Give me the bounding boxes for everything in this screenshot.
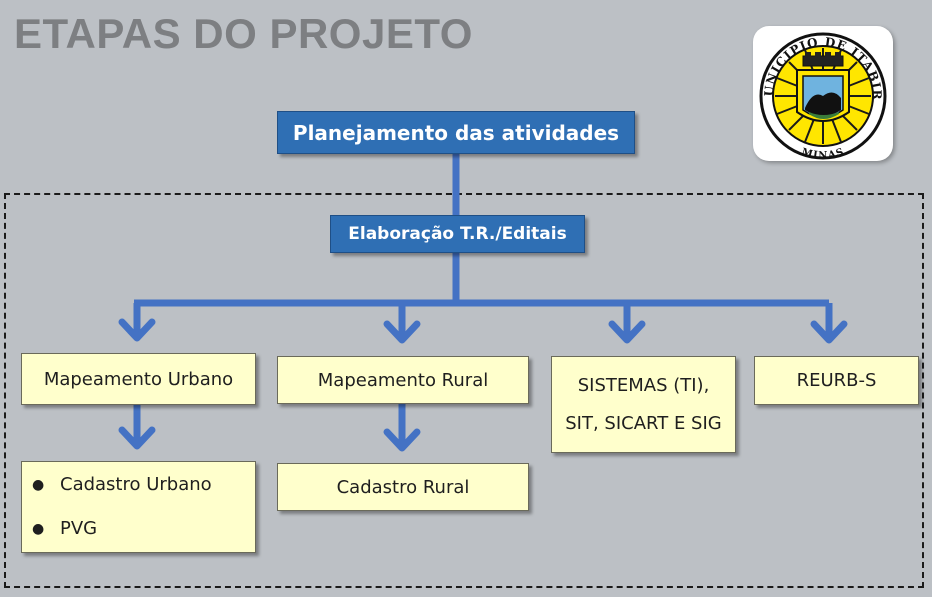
arrow-head-urbano <box>118 318 156 342</box>
cadastro-urbano-list: ● Cadastro Urbano ● PVG <box>22 463 212 551</box>
node-mapeamento-rural: Mapeamento Rural <box>277 356 529 404</box>
node-elaboracao: Elaboração T.R./Editais <box>330 215 585 253</box>
node-planejamento: Planejamento das atividades <box>277 111 635 154</box>
node-elaboracao-label: Elaboração T.R./Editais <box>348 224 567 244</box>
node-sistemas-line-1: SISTEMAS (TI), <box>577 374 710 396</box>
logo-card: MUNICIPIO DE ITABIRA MINAS <box>753 26 893 161</box>
node-sistemas-line-2: SIT, SICART E SIG <box>565 412 722 434</box>
list-item: ● Cadastro Urbano <box>32 463 212 507</box>
list-item-label: Cadastro Urbano <box>60 474 212 495</box>
node-mapeamento-rural-label: Mapeamento Rural <box>317 369 489 391</box>
bullet-icon: ● <box>32 477 45 493</box>
bullet-icon: ● <box>32 521 45 537</box>
page-title: ETAPAS DO PROJETO <box>14 10 473 57</box>
node-reurb: REURB-S <box>754 356 919 405</box>
node-reurb-label: REURB-S <box>796 370 877 391</box>
node-mapeamento-urbano-label: Mapeamento Urbano <box>43 368 234 390</box>
node-cadastro-rural: Cadastro Rural <box>277 463 529 511</box>
list-item-label: PVG <box>60 518 98 539</box>
arrow-head-rural <box>383 320 421 344</box>
arrow-head-cadastro-rural <box>383 428 421 452</box>
seal-bottom-text: MINAS <box>800 147 846 161</box>
node-cadastro-rural-label: Cadastro Rural <box>336 476 470 498</box>
node-cadastro-urbano: ● Cadastro Urbano ● PVG <box>21 461 256 553</box>
arrow-head-sistemas <box>608 320 646 344</box>
node-mapeamento-urbano: Mapeamento Urbano <box>21 353 256 405</box>
arrow-head-reurb <box>810 320 848 344</box>
list-item: ● PVG <box>32 507 212 551</box>
node-planejamento-label: Planejamento das atividades <box>292 120 620 145</box>
municipal-seal-icon: MUNICIPIO DE ITABIRA MINAS <box>753 26 887 161</box>
project-scope-frame <box>4 193 924 588</box>
arrow-head-cadastro-urbano <box>118 426 156 450</box>
node-sistemas: SISTEMAS (TI), SIT, SICART E SIG <box>551 356 736 453</box>
